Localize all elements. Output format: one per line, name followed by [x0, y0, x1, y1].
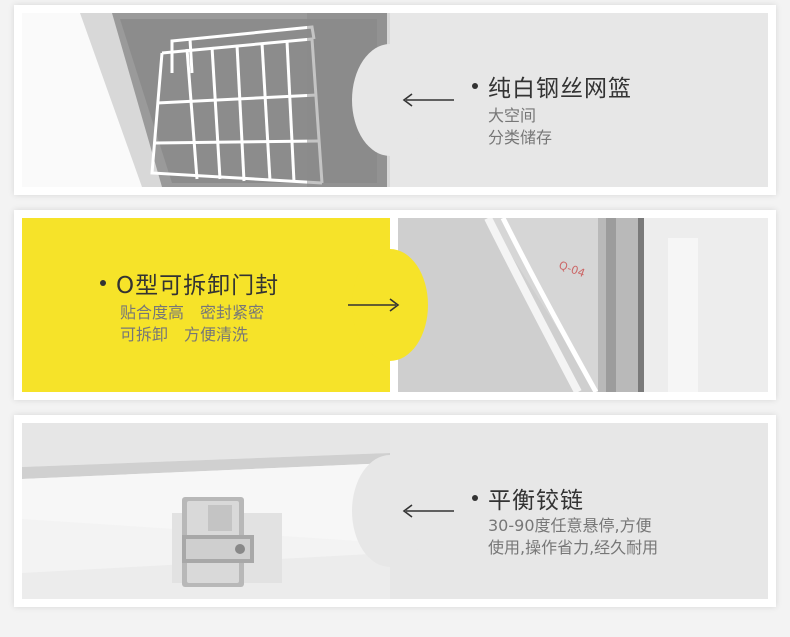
description-line: 可拆卸 方便清洗 — [120, 325, 249, 344]
description-line: 分类储存 — [488, 128, 553, 147]
description-line: 使用,操作省力,经久耐用 — [488, 538, 659, 557]
bullet-dot-icon — [472, 83, 478, 89]
left-arrow-icon — [400, 504, 454, 518]
panel-inner: Q-04 O型可拆卸门封 贴合度高 密封紧密 可拆卸 方便清洗 — [22, 218, 768, 392]
description-line: 大空间 — [488, 106, 537, 125]
feature-title: 平衡铰链 — [488, 488, 584, 514]
feature-title: O型可拆卸门封 — [116, 273, 280, 299]
bullet-dot-icon — [472, 495, 478, 501]
feature-text-box: O型可拆卸门封 贴合度高 密封紧密 可拆卸 方便清洗 — [22, 218, 428, 392]
feature-description: 贴合度高 密封紧密 可拆卸 方便清洗 — [120, 302, 264, 346]
right-arrow-icon — [348, 298, 402, 312]
feature-title-row: O型可拆卸门封 — [100, 266, 279, 300]
feature-panel-door-seal: Q-04 O型可拆卸门封 贴合度高 密封紧密 可拆卸 方便清洗 — [14, 210, 776, 400]
feature-panel-basket: 纯白钢丝网篮 大空间 分类储存 — [14, 5, 776, 195]
feature-text-box: 纯白钢丝网篮 大空间 分类储存 — [352, 13, 768, 187]
bullet-dot-icon — [100, 280, 106, 286]
description-line: 30-90度任意悬停,方便 — [488, 516, 652, 535]
description-line: 贴合度高 密封紧密 — [120, 303, 265, 322]
door-seal-photo: Q-04 — [398, 218, 768, 392]
feature-title-row: 平衡铰链 — [472, 481, 584, 515]
feature-text-box: 平衡铰链 30-90度任意悬停,方便 使用,操作省力,经久耐用 — [352, 423, 768, 599]
feature-title-row: 纯白钢丝网篮 — [472, 69, 632, 103]
basket-photo — [22, 13, 390, 187]
hinge-photo — [22, 423, 390, 599]
feature-description: 30-90度任意悬停,方便 使用,操作省力,经久耐用 — [488, 515, 658, 559]
feature-description: 大空间 分类储存 — [488, 105, 552, 149]
feature-panel-hinge: 平衡铰链 30-90度任意悬停,方便 使用,操作省力,经久耐用 — [14, 415, 776, 607]
left-arrow-icon — [400, 93, 454, 107]
panel-inner: 纯白钢丝网篮 大空间 分类储存 — [22, 13, 768, 187]
feature-title: 纯白钢丝网篮 — [488, 76, 632, 102]
panel-inner: 平衡铰链 30-90度任意悬停,方便 使用,操作省力,经久耐用 — [22, 423, 768, 599]
